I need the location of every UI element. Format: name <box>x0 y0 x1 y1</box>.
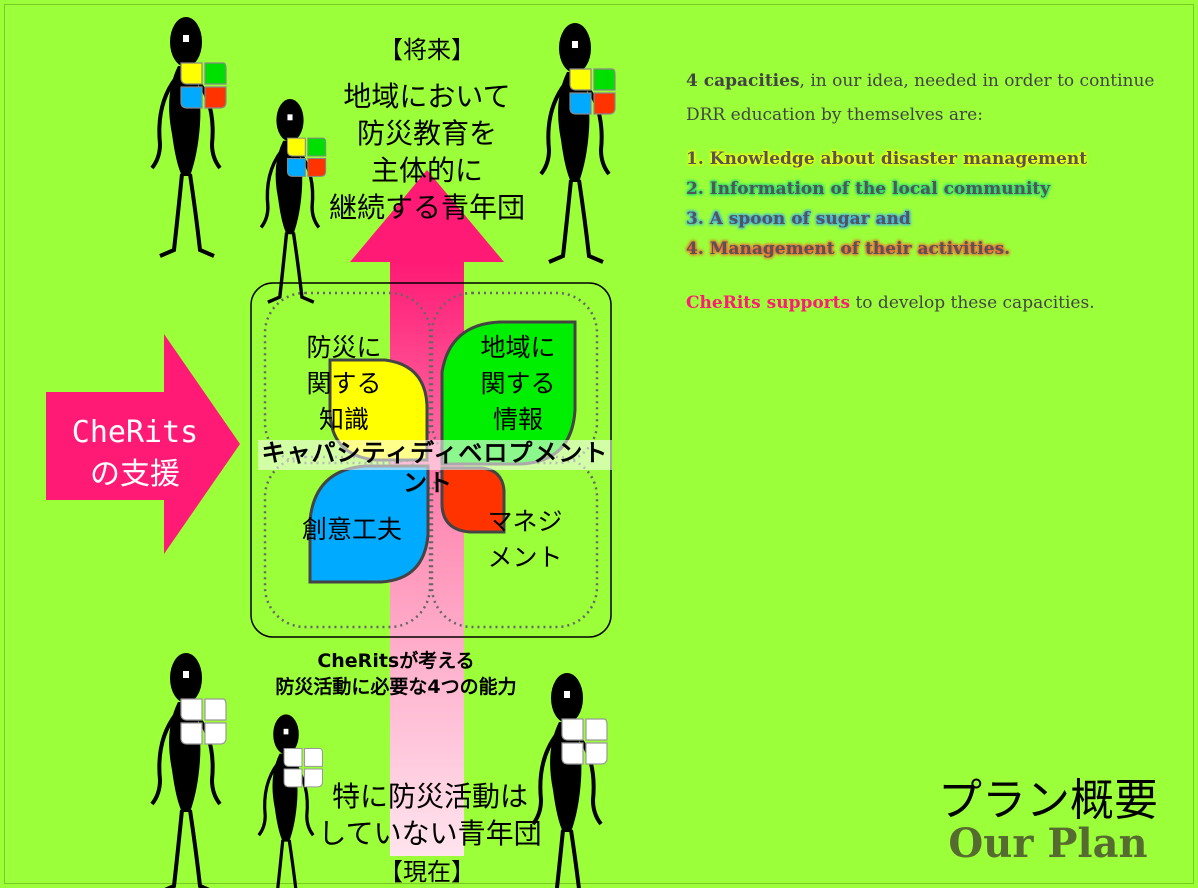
center-caption-line: キャパシティディベロプメント <box>261 439 609 467</box>
present-line: 特に防災活動は <box>331 780 528 813</box>
leaf-management <box>440 466 506 534</box>
capacity-item-3: 3. A spoon of sugar and <box>686 209 911 229</box>
page-title-jp: プラン概要 <box>938 775 1158 826</box>
person-present-1 <box>150 651 227 888</box>
label-line: 情報 <box>492 405 543 434</box>
support-bold: CheRits supports <box>686 293 851 313</box>
capacity-caption: CheRitsが考える 防災活動に必要な4つの能力 <box>216 648 576 700</box>
label-line: 地域に <box>480 333 556 362</box>
intro-rest: , in our idea, needed in order to contin… <box>686 71 1155 125</box>
label-line: 関する <box>306 369 382 398</box>
quadrant-label-knowledge: 防災に 関する 知識 <box>296 330 392 438</box>
intro-text: 4 capacities, in our idea, needed in ord… <box>686 64 1186 132</box>
center-caption-wrap: ント <box>403 469 453 497</box>
support-line: CheRits <box>71 415 199 450</box>
capacity-item-4: 4. Management of their activities. <box>686 239 1011 259</box>
person-future-2 <box>259 97 327 304</box>
present-header: 【現在】 <box>379 858 475 886</box>
quadrant-label-management: マネジ メント <box>470 504 580 576</box>
page-frame <box>4 4 1194 884</box>
label-line: 関する <box>480 369 556 398</box>
quadrant-label-information: 地域に 関する 情報 <box>470 330 566 438</box>
label-line: メント <box>487 543 563 572</box>
present-description: 特に防災活動は していない青年団 <box>300 778 560 852</box>
label-line: 知識 <box>318 405 369 434</box>
future-line: 防災教育を <box>356 117 497 150</box>
caption-line: CheRitsが考える <box>317 650 475 672</box>
center-caption: キャパシティディベロプメント ント <box>258 438 612 498</box>
capacity-item-2: 2. Information of the local community <box>686 179 1051 199</box>
center-band <box>258 440 612 470</box>
support-line: の支援 <box>90 457 180 492</box>
future-description: 地域において 防災教育を 主体的に 継続する青年団 <box>318 78 536 226</box>
intro-bold: 4 capacities <box>686 71 800 91</box>
support-rest: to develop these capacities. <box>850 293 1095 313</box>
future-line: 主体的に <box>370 154 483 187</box>
page-title-en: Our Plan <box>948 820 1148 867</box>
explanation-panel: 4 capacities, in our idea, needed in ord… <box>686 64 1186 337</box>
label-line: 創意工夫 <box>301 515 402 544</box>
future-line: 継続する青年団 <box>328 191 525 224</box>
future-line: 地域において <box>343 80 511 113</box>
caption-line: 防災活動に必要な4つの能力 <box>275 676 517 698</box>
present-line: していない青年団 <box>318 817 542 850</box>
person-future-1 <box>150 15 227 258</box>
quadrant-label-creativity: 創意工夫 <box>286 512 418 548</box>
support-arrow <box>46 334 240 554</box>
label-line: マネジ <box>487 507 563 536</box>
person-future-3 <box>539 21 616 264</box>
support-text: CheRits supports to develop these capaci… <box>686 286 1186 320</box>
future-header: 【将来】 <box>379 36 475 64</box>
capacity-item-1: 1. Knowledge about disaster management <box>686 149 1088 169</box>
support-arrow-label: CheRits の支援 <box>60 412 210 496</box>
label-line: 防災に <box>306 333 382 362</box>
